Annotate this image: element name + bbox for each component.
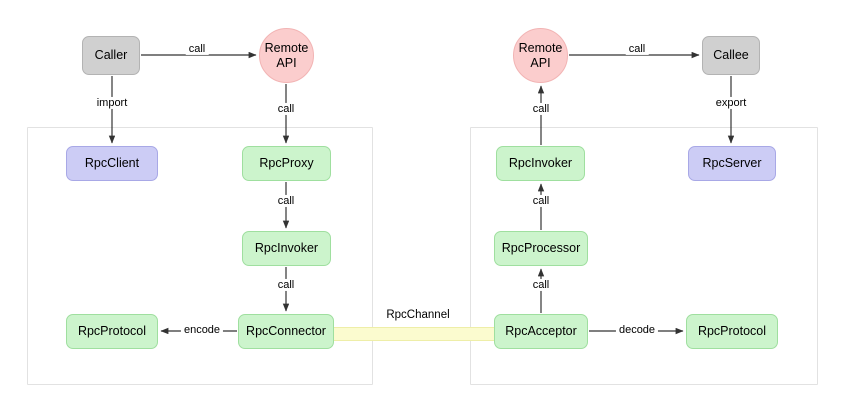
edge-label-call: call <box>529 194 553 208</box>
node-rpc-proxy-label: RpcProxy <box>259 156 314 171</box>
edge-label-decode: decode <box>615 323 659 337</box>
node-callee[interactable]: Callee <box>702 36 760 75</box>
node-rpc-acceptor-label: RpcAcceptor <box>505 324 577 339</box>
edge-label-call: call <box>274 102 298 116</box>
edge-label-call: call <box>529 102 553 116</box>
node-rpc-proxy[interactable]: RpcProxy <box>242 146 331 181</box>
node-rpc-invoker-left[interactable]: RpcInvoker <box>242 231 331 266</box>
node-caller-label: Caller <box>94 48 128 63</box>
node-rpc-processor-label: RpcProcessor <box>501 241 581 256</box>
edge-label-call: call <box>274 278 298 292</box>
node-rpc-protocol-left-label: RpcProtocol <box>77 324 147 339</box>
edge-label-call: call <box>529 278 553 292</box>
node-rpc-connector-label: RpcConnector <box>246 324 326 339</box>
edge-label-call: call <box>625 42 649 56</box>
node-rpc-client-label: RpcClient <box>84 156 140 171</box>
node-rpc-connector[interactable]: RpcConnector <box>238 314 334 349</box>
node-rpc-invoker-right-label: RpcInvoker <box>508 156 573 171</box>
node-rpc-server[interactable]: RpcServer <box>688 146 776 181</box>
node-rpc-protocol-right-label: RpcProtocol <box>697 324 767 339</box>
edge-label-call: call <box>274 194 298 208</box>
node-caller[interactable]: Caller <box>82 36 140 75</box>
node-callee-label: Callee <box>713 48 749 63</box>
node-rpc-acceptor[interactable]: RpcAcceptor <box>494 314 588 349</box>
edge-label-call: call <box>185 42 209 56</box>
node-rpc-invoker-left-label: RpcInvoker <box>254 241 319 256</box>
node-rpc-protocol-left[interactable]: RpcProtocol <box>66 314 158 349</box>
server-side-container <box>470 127 818 385</box>
rpc-channel-band <box>331 327 497 341</box>
rpc-channel-label: RpcChannel <box>386 309 450 321</box>
node-rpc-client[interactable]: RpcClient <box>66 146 158 181</box>
edge-label-export: export <box>712 96 750 110</box>
node-rpc-processor[interactable]: RpcProcessor <box>494 231 588 266</box>
node-rpc-server-label: RpcServer <box>702 156 762 171</box>
node-rpc-invoker-right[interactable]: RpcInvoker <box>496 146 585 181</box>
edge-label-encode: encode <box>180 323 224 337</box>
client-side-container <box>27 127 373 385</box>
edge-label-import: import <box>93 96 131 110</box>
node-rpc-protocol-right[interactable]: RpcProtocol <box>686 314 778 349</box>
